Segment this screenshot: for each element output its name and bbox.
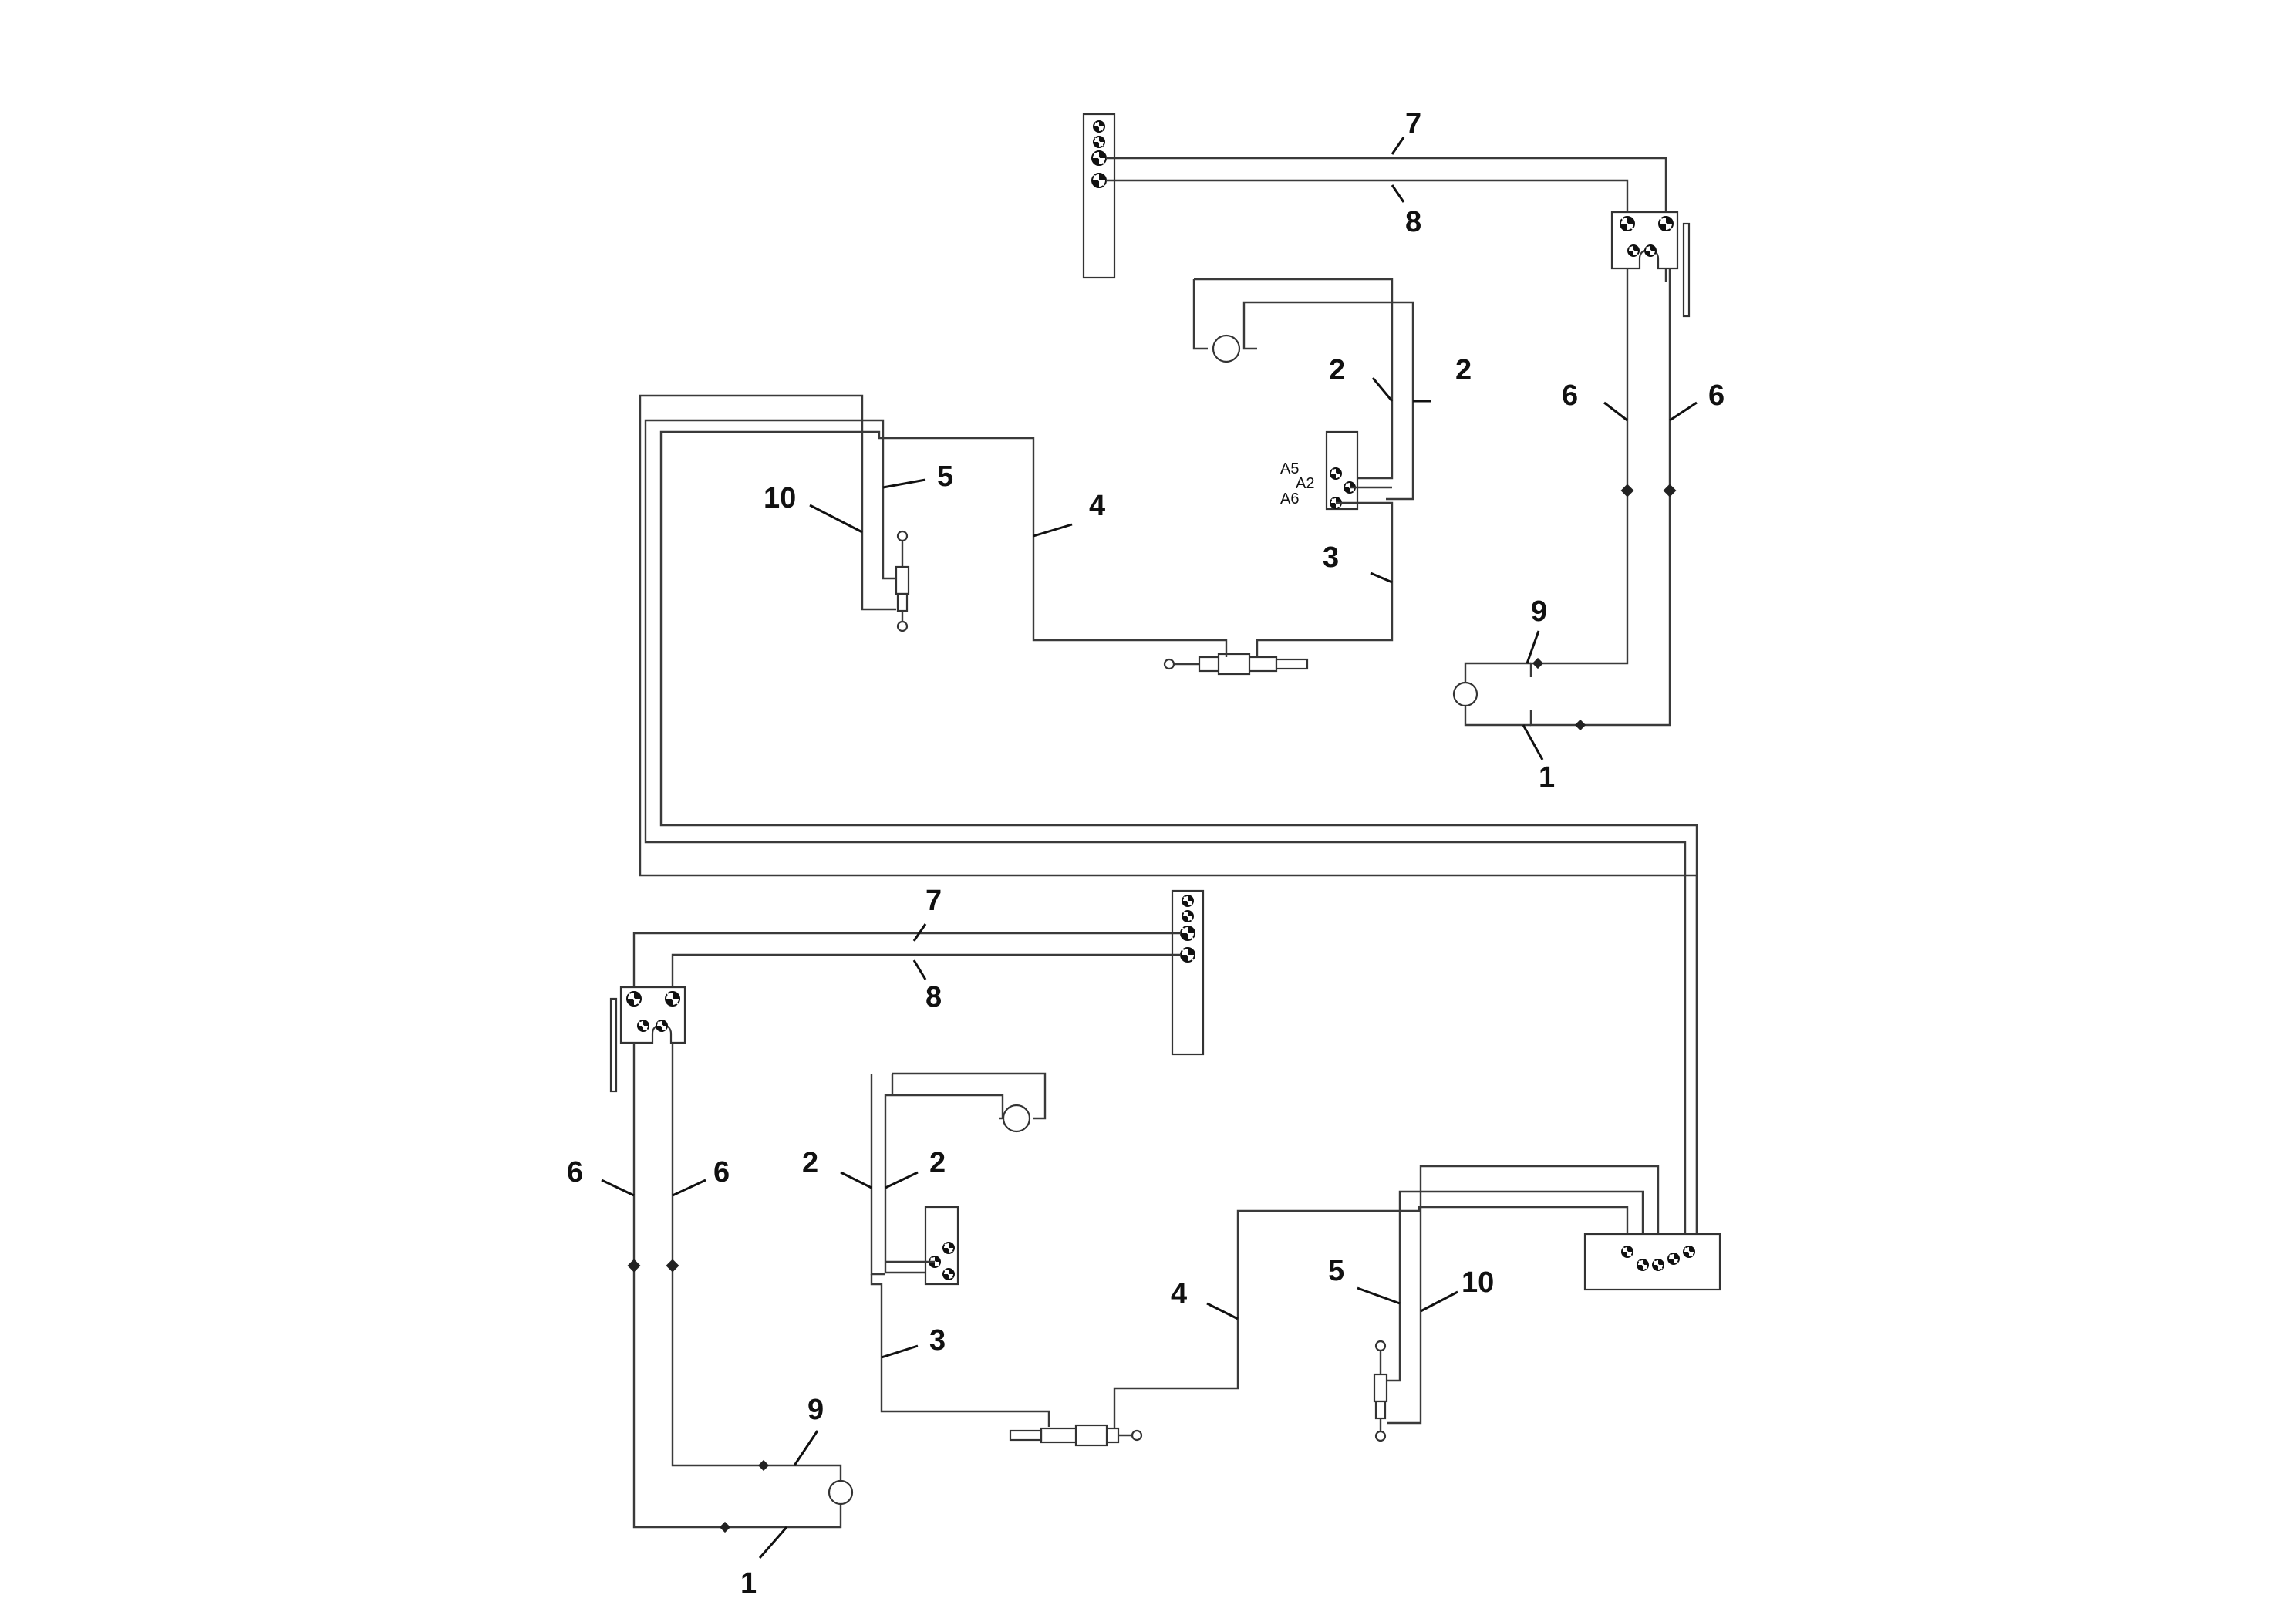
- lower-hose-9-ferrule: [757, 1459, 770, 1472]
- lower-motor: [828, 1479, 854, 1506]
- upper-hose-3: [1256, 501, 1394, 656]
- lower-manifold-fitting: [1182, 910, 1194, 922]
- upper-callout-2-right: 2: [1455, 354, 1472, 386]
- upper-hose-8: [1106, 179, 1629, 224]
- upper-manifold-fitting: [1091, 150, 1107, 166]
- upper-callout-5: 5: [937, 460, 953, 493]
- upper-port-label-a5: A5: [1280, 460, 1299, 477]
- lower-valve-port: [942, 1268, 955, 1280]
- lower-callout-6-left: 6: [567, 1156, 583, 1189]
- upper-hose-6-right: [1529, 268, 1671, 727]
- junction-fitting: [1637, 1259, 1649, 1271]
- junction-fitting: [1621, 1246, 1633, 1258]
- upper-callout-9: 9: [1531, 595, 1547, 628]
- lower-callout-1: 1: [740, 1567, 757, 1600]
- lower-hose-6-ferrule: [627, 1259, 641, 1273]
- upper-motor: [1452, 681, 1478, 707]
- upper-hose-7: [1106, 157, 1667, 282]
- upper-hose-9-ferrule: [1532, 657, 1544, 669]
- lower-hose-7: [632, 932, 1181, 999]
- upper-assembly: 7 8 2 2 3 4 5 10 6 6 9 1 A5 A2 A6: [639, 108, 1725, 1252]
- lower-manifold-fitting: [1182, 895, 1194, 907]
- lower-callout-4: 4: [1171, 1278, 1187, 1310]
- lower-callout-9: 9: [807, 1394, 824, 1426]
- lower-assembly: 7 8 2 2 3 4 5 10 6 6 9 1: [567, 885, 1721, 1600]
- upper-hose-6-ferrule: [1663, 484, 1677, 497]
- lower-hose-6-right: [671, 1043, 842, 1481]
- lower-cylinder: [1009, 1424, 1143, 1447]
- lower-hose-1-ferrule: [719, 1521, 731, 1533]
- lower-callout-5: 5: [1328, 1255, 1344, 1287]
- junction-fitting: [1683, 1246, 1695, 1258]
- upper-callout-6-right: 6: [1708, 379, 1725, 412]
- upper-callout-8: 8: [1405, 206, 1421, 238]
- junction-block: [1583, 1233, 1721, 1291]
- lower-callout-8: 8: [925, 981, 942, 1013]
- upper-cylinder: [1163, 653, 1309, 676]
- upper-motor-2: [1212, 334, 1241, 363]
- upper-hinge-bracket: [1610, 211, 1691, 318]
- upper-manifold-fitting: [1093, 136, 1105, 148]
- upper-hose-10: [639, 394, 1698, 1252]
- lower-manifold-fitting: [1180, 947, 1195, 963]
- lower-callout-10: 10: [1462, 1266, 1494, 1299]
- upper-hose-5: [644, 419, 1687, 1252]
- upper-motor-ports: [1464, 662, 1531, 727]
- upper-callout-4: 4: [1089, 490, 1105, 522]
- upper-hose-2-left: [1346, 302, 1394, 480]
- upper-hose-4: [659, 430, 1698, 1252]
- lower-callout-6-right: 6: [713, 1156, 730, 1189]
- upper-callout-1: 1: [1539, 761, 1555, 794]
- lower-motor-2: [1002, 1104, 1031, 1133]
- lower-hose-5: [1387, 1190, 1644, 1382]
- upper-motor-2-housing: [1192, 278, 1414, 501]
- lower-hose-6-ferrule: [666, 1259, 679, 1273]
- lower-callout-7: 7: [925, 885, 942, 917]
- lower-hinge-bracket: [609, 986, 686, 1093]
- lower-small-cylinder: [1373, 1340, 1388, 1442]
- lower-callout-2-right: 2: [929, 1147, 946, 1179]
- lower-hose-10: [1387, 1165, 1660, 1425]
- upper-callout-10: 10: [764, 482, 796, 514]
- upper-small-cylinder: [895, 530, 910, 632]
- upper-manifold-fitting: [1093, 120, 1105, 133]
- lower-manifold-fitting: [1180, 926, 1195, 941]
- lower-hose-6-left: [632, 1043, 842, 1529]
- lower-hose-2-left: [870, 1074, 885, 1276]
- upper-manifold-fitting: [1091, 173, 1107, 188]
- upper-callout-3: 3: [1323, 541, 1339, 574]
- lower-hose-8: [671, 953, 1181, 999]
- lower-valve-port: [942, 1242, 955, 1254]
- lower-callout-3: 3: [929, 1324, 946, 1357]
- junction-fitting: [1667, 1253, 1680, 1265]
- upper-callout-2-left: 2: [1329, 354, 1345, 386]
- upper-hose-6-left: [1529, 268, 1629, 677]
- upper-port-label-a2: A2: [1296, 475, 1314, 492]
- upper-valve-port-a5: [1330, 467, 1342, 480]
- upper-callout-6-left: 6: [1562, 379, 1578, 412]
- upper-hose-1-ferrule: [1574, 719, 1586, 731]
- lower-callout-2-left: 2: [802, 1147, 818, 1179]
- lower-motor-2-housing: [884, 1072, 1047, 1274]
- upper-port-label-a6: A6: [1280, 491, 1299, 508]
- lower-hose-4: [1113, 1206, 1629, 1428]
- lower-hose-3: [870, 1274, 1050, 1427]
- upper-callout-7: 7: [1405, 108, 1421, 140]
- junction-fitting: [1652, 1259, 1664, 1271]
- upper-hose-6-ferrule: [1620, 484, 1634, 497]
